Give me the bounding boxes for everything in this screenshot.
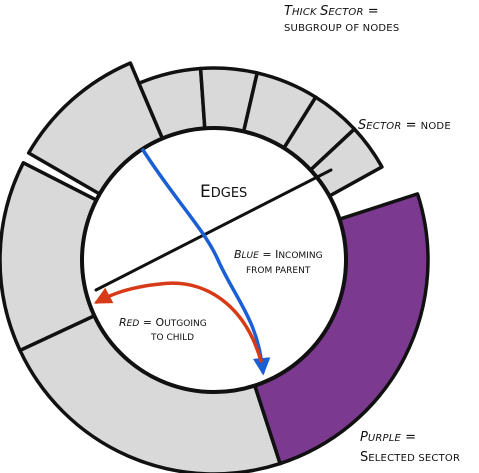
blue-label: BLUE = INCOMING <box>234 248 323 261</box>
red-label: RED = OUTGOING <box>119 316 207 329</box>
edge-line <box>94 168 333 292</box>
edges-label: EDGES <box>200 182 247 202</box>
thick-sector-label: THICK SECTOR = <box>284 4 379 19</box>
purple-label-line2: SELECTED SECTOR <box>360 450 460 465</box>
sector-label: SECTOR = NODE <box>358 118 451 133</box>
blue-label-line2: FROM PARENT <box>246 266 311 276</box>
thick-sector-description: SUBGROUP OF NODES <box>284 23 399 34</box>
purple-label: PURPLE = <box>360 430 416 445</box>
incoming-edge-blue <box>141 148 271 376</box>
inner-circle <box>80 126 348 394</box>
outgoing-edge-red <box>93 281 263 363</box>
red-label-line2: TO CHILD <box>150 333 194 343</box>
sector-ring <box>0 61 430 473</box>
